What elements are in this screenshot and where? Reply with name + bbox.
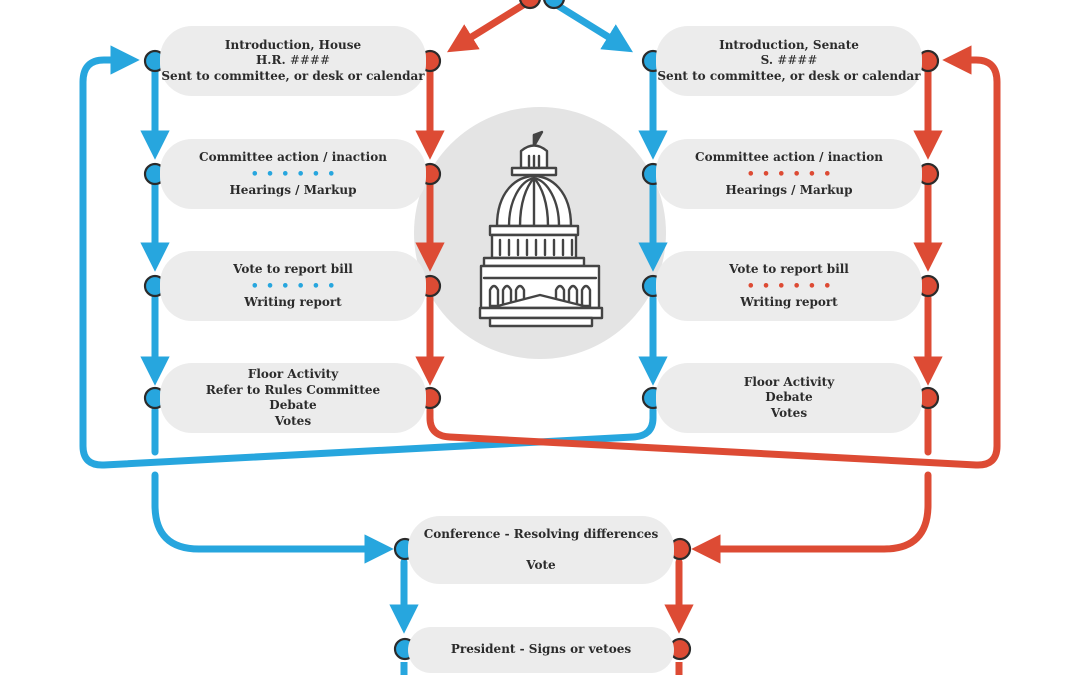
flow-senate-to-house-return <box>79 45 657 469</box>
flow-house-to-senate-return <box>426 45 1001 469</box>
house-report-subtitle: Writing report <box>244 294 342 309</box>
senate-committee-title: Committee action / inaction <box>695 150 883 164</box>
house-introduction-routing: Sent to committee, or desk or calendar <box>161 68 425 83</box>
conference-box: Conference - Resolving differences Vote <box>408 516 674 584</box>
president-title: President - Signs or vetoes <box>450 642 632 657</box>
senate-committee-subtitle: Hearings / Markup <box>725 182 853 197</box>
senate-report-title: Vote to report bill <box>729 262 849 276</box>
senate-report-dots: •••••• <box>746 278 839 294</box>
senate-bill-number: S. #### <box>760 53 818 68</box>
senate-introduction-routing: Sent to committee, or desk or calendar <box>657 68 921 83</box>
house-report-dots: •••••• <box>250 278 343 294</box>
senate-floor-votes: Votes <box>770 405 808 420</box>
house-report-title: Vote to report bill <box>233 262 353 276</box>
house-floor-votes: Votes <box>274 413 312 428</box>
house-introduction-title: Introduction, House <box>224 37 362 52</box>
flow-senate-to-conference <box>691 471 932 564</box>
flow-origin-to-senate <box>548 0 633 53</box>
house-committee-dots: •••••• <box>250 166 343 182</box>
connection-node <box>543 0 565 10</box>
house-report-box: Vote to report bill •••••• Writing repor… <box>160 251 426 321</box>
senate-report-box: Vote to report bill •••••• Writing repor… <box>656 251 922 321</box>
senate-committee-dots: •••••• <box>746 166 839 182</box>
president-box: President - Signs or vetoes <box>408 627 674 673</box>
capitol-building-icon <box>478 130 604 328</box>
conference-vote: Vote <box>526 557 556 572</box>
senate-report-subtitle: Writing report <box>740 294 838 309</box>
house-floor-title: Floor Activity <box>247 367 339 381</box>
house-committee-box: Committee action / inaction •••••• Heari… <box>160 139 426 209</box>
flow-origin-to-house <box>447 0 532 53</box>
senate-introduction-box: Introduction, Senate S. #### Sent to com… <box>656 26 922 96</box>
house-committee-title: Committee action / inaction <box>199 150 387 164</box>
senate-committee-box: Committee action / inaction •••••• Heari… <box>656 139 922 209</box>
senate-floor-box: Floor Activity Debate Votes <box>656 363 922 433</box>
house-introduction-box: Introduction, House H.R. #### Sent to co… <box>160 26 426 96</box>
connection-node <box>519 0 541 10</box>
senate-introduction-title: Introduction, Senate <box>719 37 859 52</box>
house-floor-debate: Debate <box>269 398 317 412</box>
house-floor-box: Floor Activity Refer to Rules Committee … <box>160 363 426 433</box>
conference-title: Conference - Resolving differences <box>423 527 659 541</box>
senate-floor-debate: Debate <box>765 390 813 405</box>
house-committee-subtitle: Hearings / Markup <box>229 182 357 197</box>
house-bill-number: H.R. #### <box>255 53 331 68</box>
flow-house-to-conference <box>151 471 394 564</box>
house-floor-rules: Refer to Rules Committee <box>205 382 381 397</box>
senate-floor-title: Floor Activity <box>743 374 835 389</box>
